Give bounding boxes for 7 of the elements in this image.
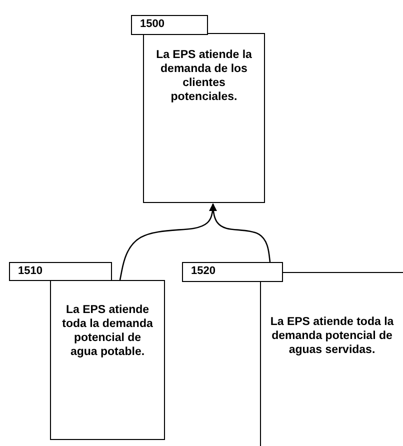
id-tag: 1510 <box>9 262 112 281</box>
box-text: La EPS atiende toda la demanda potencial de aguas servidas. <box>269 315 395 357</box>
id-tag: 1520 <box>182 262 283 282</box>
id-tag: 1500 <box>131 15 208 35</box>
box-text: La EPS atiende toda la demanda potencial de agua potable. <box>61 303 154 359</box>
arrow <box>209 203 271 262</box>
box-text: La EPS atiende la demanda de los clientes potenciales. <box>155 48 253 104</box>
